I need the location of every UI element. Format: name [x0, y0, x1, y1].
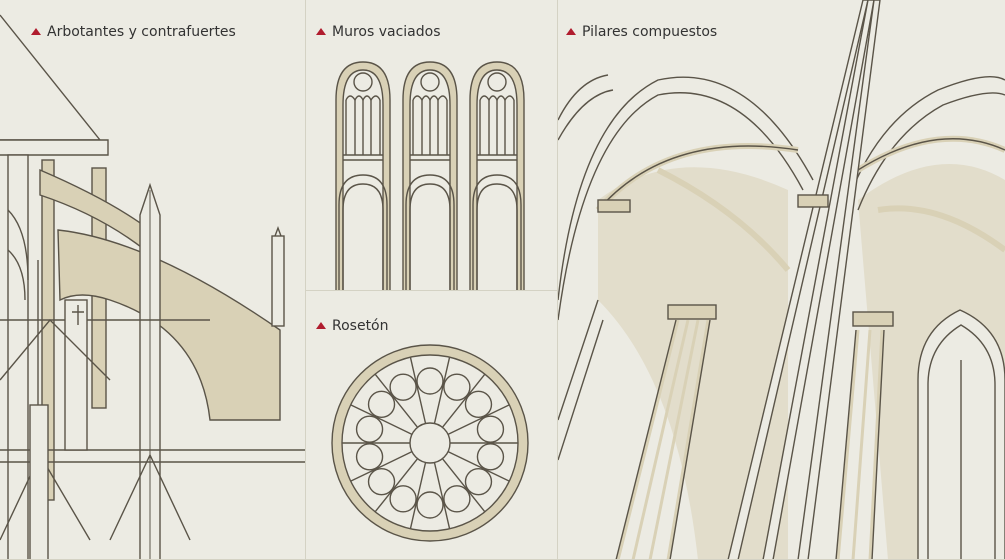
rose-spoke	[350, 451, 413, 482]
rose-spoke	[433, 357, 451, 424]
compound-piers-illustration	[558, 0, 1005, 559]
label-muros-text: Muros vaciados	[332, 24, 441, 40]
rose-petal	[443, 485, 471, 513]
red-triangle-icon	[31, 28, 41, 35]
rose-petal	[464, 467, 493, 496]
rose-petal	[476, 443, 505, 471]
rose-petal	[416, 491, 444, 519]
rose-spoke	[409, 462, 427, 529]
rose-petal	[389, 373, 417, 401]
rose-petal	[389, 485, 417, 513]
red-triangle-icon	[316, 322, 326, 329]
label-muros[interactable]: Muros vaciados	[306, 20, 441, 44]
rose-spoke	[433, 462, 451, 529]
rose-spoke	[441, 458, 486, 513]
rose-spoke	[447, 451, 510, 482]
flying-buttress-illustration	[0, 14, 305, 559]
red-triangle-icon	[566, 28, 576, 35]
rose-petal	[367, 390, 396, 419]
panel-roseton[interactable]: Rosetón	[306, 291, 558, 560]
red-triangle-icon	[316, 28, 326, 35]
label-pilares[interactable]: Pilares compuestos	[558, 20, 717, 44]
rose-spoke	[441, 373, 486, 428]
panel-muros-vaciados[interactable]: Muros vaciados	[306, 0, 558, 291]
rose-spoke	[374, 373, 419, 428]
panel-arbotantes[interactable]: Arbotantes y contrafuertes	[0, 0, 306, 560]
rose-petal	[464, 390, 493, 419]
pierced-walls-illustration	[335, 61, 525, 290]
rose-spoke	[374, 458, 419, 513]
rose-spoke	[350, 404, 413, 435]
rose-window-illustration	[331, 344, 529, 542]
rose-petal	[443, 373, 471, 401]
rose-petal	[355, 443, 384, 471]
label-arbotantes-text: Arbotantes y contrafuertes	[47, 24, 236, 40]
rose-petal	[476, 415, 505, 443]
label-pilares-text: Pilares compuestos	[582, 24, 718, 40]
rose-spoke	[409, 357, 427, 424]
rose-petal	[367, 467, 396, 496]
rose-petal	[416, 367, 444, 395]
label-roseton-text: Rosetón	[332, 318, 389, 334]
label-roseton[interactable]: Rosetón	[306, 314, 389, 338]
rose-spoke	[447, 404, 510, 435]
rose-petal	[355, 415, 384, 443]
panel-pilares-compuestos[interactable]: Pilares compuestos	[558, 0, 1005, 560]
label-arbotantes[interactable]: Arbotantes y contrafuertes	[0, 20, 236, 44]
